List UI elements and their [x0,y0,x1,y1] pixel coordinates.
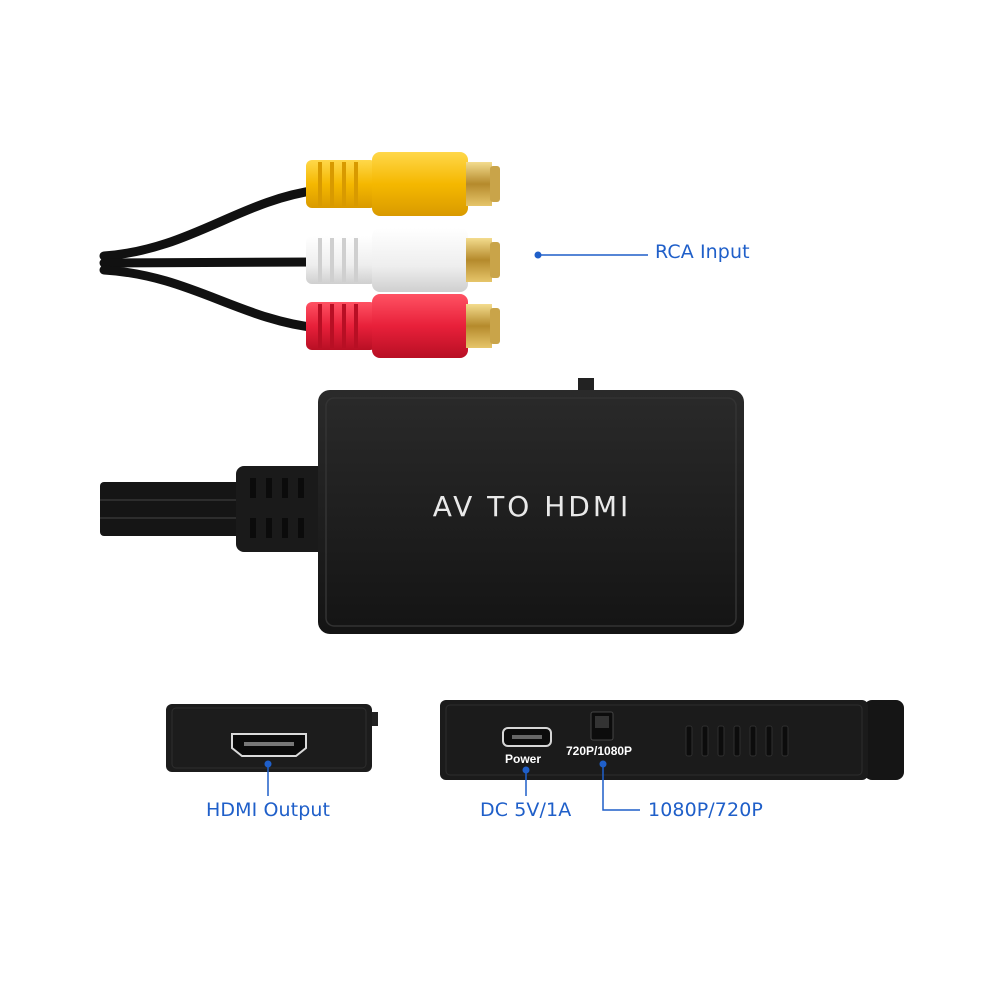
switch-port-label: 720P/1080P [566,744,633,758]
rca-callout-line [534,251,648,259]
dc-power-label: DC 5V/1A [480,799,572,821]
hdmi-callout-line [264,760,272,796]
resolution-switch-label: 1080P/720P [648,799,763,821]
power-side-view [440,700,904,780]
hdmi-side-view [166,704,378,772]
converter-box [318,378,744,634]
converter-cable [100,466,326,552]
dc-callout-line [522,766,530,796]
converter-box-label: AV TO HDMI [432,490,632,523]
rca-input-label: RCA Input [655,241,750,263]
hdmi-output-label: HDMI Output [206,799,331,821]
rca-cables [99,185,323,333]
power-port-label: Power [505,752,542,766]
resolution-callout-line [599,760,640,811]
rca-yellow-connector [306,152,500,216]
rca-red-connector [306,294,500,358]
rca-white-connector [306,228,500,292]
